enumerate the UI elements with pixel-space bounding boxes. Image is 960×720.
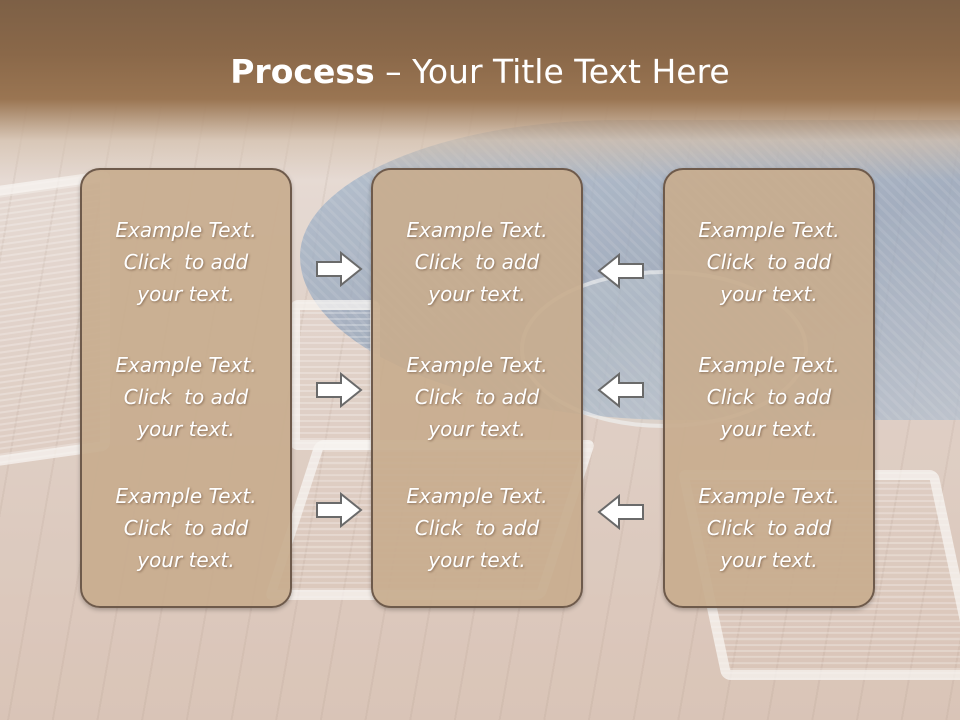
text-line: Click to add: [123, 385, 249, 409]
text-line: Example Text.: [115, 218, 257, 242]
text-line: Example Text.: [115, 484, 257, 508]
arrow-right-icon[interactable]: [315, 249, 363, 289]
title-rest: – Your Title Text Here: [374, 52, 730, 91]
slide-title[interactable]: Process – Your Title Text Here: [0, 52, 960, 91]
arrow-left-icon[interactable]: [597, 492, 645, 532]
text-line: your text.: [428, 417, 526, 441]
text-line: Example Text.: [406, 218, 548, 242]
text-placeholder[interactable]: Example Text. Click to add your text.: [82, 349, 290, 445]
text-line: Example Text.: [115, 353, 257, 377]
process-box-3[interactable]: Example Text. Click to add your text. Ex…: [663, 168, 875, 608]
text-line: your text.: [137, 282, 235, 306]
process-box-1[interactable]: Example Text. Click to add your text. Ex…: [80, 168, 292, 608]
text-line: your text.: [720, 417, 818, 441]
arrow-left-icon[interactable]: [597, 251, 645, 291]
text-line: your text.: [137, 417, 235, 441]
text-placeholder[interactable]: Example Text. Click to add your text.: [373, 480, 581, 576]
text-line: Example Text.: [698, 484, 840, 508]
text-line: Example Text.: [698, 218, 840, 242]
process-box-2[interactable]: Example Text. Click to add your text. Ex…: [371, 168, 583, 608]
text-line: Click to add: [706, 385, 832, 409]
text-placeholder[interactable]: Example Text. Click to add your text.: [665, 214, 873, 310]
text-placeholder[interactable]: Example Text. Click to add your text.: [665, 349, 873, 445]
text-line: Example Text.: [406, 353, 548, 377]
text-line: Click to add: [414, 385, 540, 409]
text-line: your text.: [428, 548, 526, 572]
text-line: your text.: [428, 282, 526, 306]
text-placeholder[interactable]: Example Text. Click to add your text.: [373, 214, 581, 310]
text-line: Click to add: [706, 250, 832, 274]
arrow-left-icon[interactable]: [597, 370, 645, 410]
text-line: your text.: [720, 282, 818, 306]
text-line: your text.: [720, 548, 818, 572]
text-line: Click to add: [123, 516, 249, 540]
text-line: Click to add: [414, 250, 540, 274]
text-line: Click to add: [123, 250, 249, 274]
text-line: Click to add: [414, 516, 540, 540]
text-line: Click to add: [706, 516, 832, 540]
title-band: [0, 0, 960, 180]
arrow-right-icon[interactable]: [315, 370, 363, 410]
text-placeholder[interactable]: Example Text. Click to add your text.: [82, 214, 290, 310]
title-bold: Process: [230, 52, 375, 91]
text-placeholder[interactable]: Example Text. Click to add your text.: [82, 480, 290, 576]
text-line: Example Text.: [406, 484, 548, 508]
text-line: Example Text.: [698, 353, 840, 377]
text-line: your text.: [137, 548, 235, 572]
arrow-right-icon[interactable]: [315, 490, 363, 530]
text-placeholder[interactable]: Example Text. Click to add your text.: [665, 480, 873, 576]
text-placeholder[interactable]: Example Text. Click to add your text.: [373, 349, 581, 445]
